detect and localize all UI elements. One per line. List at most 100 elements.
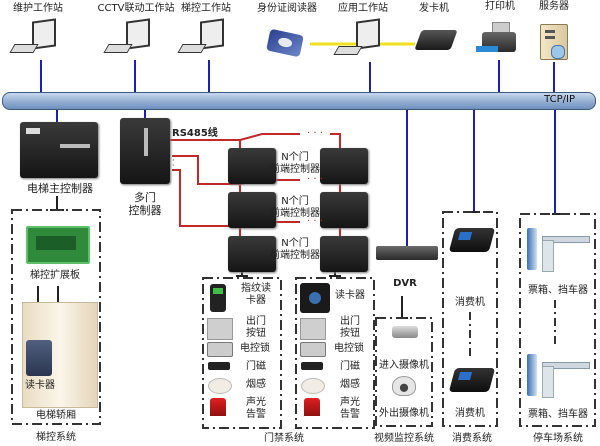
server-icon[interactable] (540, 24, 568, 60)
access-item-label: 按钮 (340, 328, 360, 339)
electric-lock-icon[interactable] (300, 342, 326, 357)
access-item-label: 声光 (340, 397, 360, 408)
access-item-label: 按钮 (246, 328, 266, 339)
device-label: 身份证阅读器 (257, 3, 317, 14)
front-end-controller-label: 前端控制器 (270, 164, 320, 175)
multi-door-controller-label-line1: 多门 (134, 191, 156, 204)
front-end-controller[interactable] (228, 148, 276, 184)
dvr-label: DVR (393, 278, 417, 289)
front-end-controller-label: N个门 (281, 196, 309, 207)
tcp-ip-bus: TCP/IP (2, 92, 596, 110)
front-end-controller[interactable] (320, 148, 368, 184)
consumption-system-box (442, 211, 498, 427)
elevator-main-controller[interactable] (20, 122, 98, 178)
access-item-label: 告警 (246, 409, 266, 420)
multi-door-controller-label-line2: 控制器 (128, 204, 162, 217)
pos-terminal-icon[interactable] (448, 228, 496, 252)
front-end-controller[interactable] (320, 192, 368, 228)
ticket-box-icon[interactable] (527, 228, 537, 270)
pos-terminal-icon[interactable] (448, 368, 496, 392)
access-item-label: 门磁 (340, 361, 360, 372)
rs485-ellipsis: · · · (307, 128, 323, 139)
alarm-siren-icon[interactable] (210, 398, 226, 416)
front-end-controller[interactable] (228, 236, 276, 272)
device-label: CCTV联动工作站 (97, 3, 175, 14)
front-end-controller-label: 前端控制器 (270, 250, 320, 261)
workstation-icon[interactable] (103, 18, 150, 53)
pos-terminal-label: 消费机 (455, 297, 485, 308)
parking-system-title: 停车场系统 (533, 433, 583, 444)
barrier-gate-icon[interactable] (542, 236, 590, 243)
front-end-controller[interactable] (228, 192, 276, 228)
electric-lock-icon[interactable] (207, 342, 233, 357)
video-system-title: 视频监控系统 (374, 433, 434, 444)
barrier-post-icon (542, 240, 554, 272)
device-label: 梯控工作站 (181, 3, 231, 14)
alarm-siren-icon[interactable] (304, 398, 320, 416)
front-end-controller-label: N个门 (281, 152, 309, 163)
rs485-label: RS485线 (172, 128, 218, 139)
access-item-label: 卡器 (246, 295, 266, 306)
rs485-ellipsis: ··· (172, 156, 175, 175)
card-reader-label: 读卡器 (25, 380, 55, 391)
workstation-icon[interactable] (177, 18, 224, 53)
rs485-ellipsis: · · · (307, 216, 323, 227)
ticket-box-icon[interactable] (527, 354, 537, 396)
elevator-car-label: 电梯轿厢 (36, 410, 76, 421)
smoke-detector-icon[interactable] (208, 378, 232, 394)
elevator-system-box (11, 209, 101, 425)
access-item-label: 烟感 (340, 379, 360, 390)
device-label: 维护工作站 (13, 3, 63, 14)
expansion-board-label: 梯控扩展板 (30, 270, 80, 281)
workstation-icon[interactable] (333, 18, 384, 55)
pos-terminal-label: 消费机 (455, 408, 485, 419)
access-item-label: 烟感 (246, 379, 266, 390)
device-label: 发卡机 (419, 3, 449, 14)
elevator-system-title: 梯控系统 (36, 432, 76, 443)
expansion-board-icon[interactable] (26, 226, 90, 264)
access-group1-box (202, 277, 282, 429)
access-item-label: 出门 (246, 316, 266, 327)
front-end-controller-label: N个门 (281, 238, 309, 249)
printer-icon[interactable] (476, 22, 518, 58)
card-reader-icon[interactable] (300, 283, 330, 313)
workstation-icon[interactable] (9, 18, 56, 53)
access-item-label: 指纹读 (241, 283, 271, 294)
camera-in-label: 进入摄像机 (379, 360, 429, 371)
access-item-label: 读卡器 (335, 290, 365, 301)
dome-camera-icon[interactable] (392, 376, 416, 396)
parking-system-box (519, 213, 596, 427)
rs485-ellipsis: · · · (307, 174, 323, 185)
access-item-label: 电控锁 (334, 343, 364, 354)
parking-gate-label: 票箱、挡车器 (528, 285, 588, 296)
access-item-label: 出门 (340, 316, 360, 327)
front-end-controller[interactable] (320, 236, 368, 272)
card-issuer-icon[interactable] (414, 30, 458, 50)
video-system-box (375, 317, 433, 427)
smoke-detector-icon[interactable] (301, 378, 325, 394)
exit-button-icon[interactable] (207, 318, 233, 340)
door-sensor-icon[interactable] (301, 362, 323, 370)
access-item-label: 告警 (340, 409, 360, 420)
device-label: 服务器 (539, 1, 569, 12)
exit-button-icon[interactable] (300, 318, 326, 340)
fingerprint-reader-icon[interactable] (210, 284, 226, 312)
bullet-camera-icon[interactable] (392, 326, 418, 338)
tcp-ip-label: TCP/IP (544, 94, 575, 105)
card-reader-icon[interactable] (26, 340, 52, 376)
front-end-controller-label: 前端控制器 (270, 208, 320, 219)
barrier-post-icon (542, 366, 554, 398)
door-sensor-icon[interactable] (208, 362, 230, 370)
elevator-main-controller-label: 电梯主控制器 (27, 182, 93, 195)
device-label: 打印机 (485, 1, 515, 12)
barrier-gate-icon[interactable] (542, 362, 590, 369)
dvr-icon[interactable] (376, 246, 438, 260)
access-item-label: 电控锁 (240, 343, 270, 354)
consumption-system-title: 消费系统 (452, 433, 492, 444)
access-system-title: 门禁系统 (264, 433, 304, 444)
access-item-label: 门磁 (246, 361, 266, 372)
device-label: 应用工作站 (338, 3, 388, 14)
camera-out-label: 外出摄像机 (379, 408, 429, 419)
multi-door-controller[interactable] (120, 118, 170, 184)
